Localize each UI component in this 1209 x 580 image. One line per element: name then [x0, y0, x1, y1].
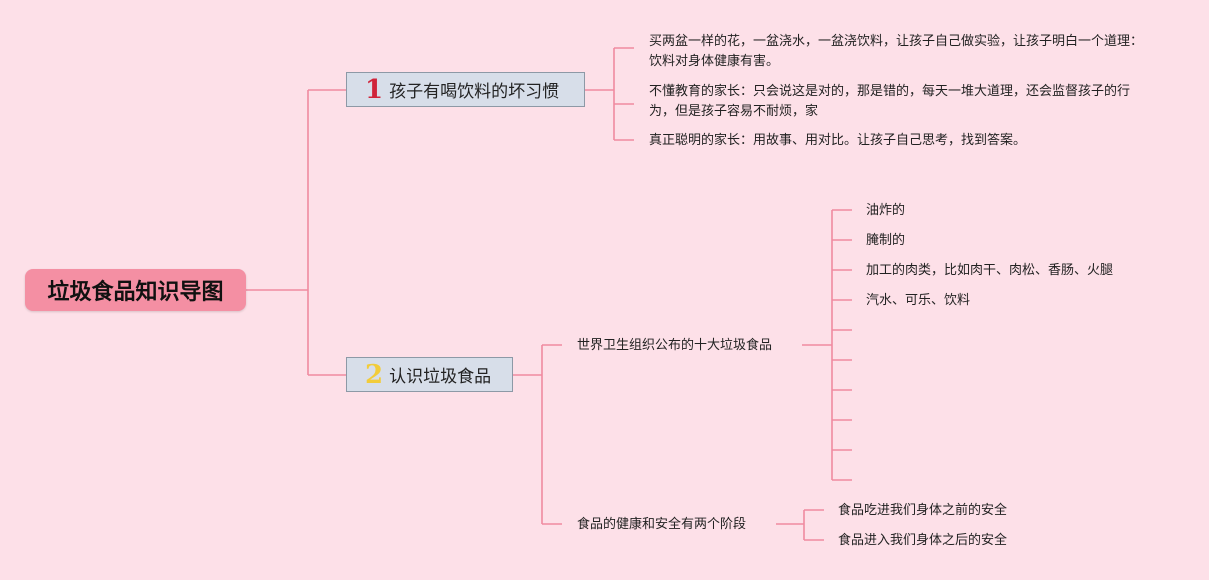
leaf-safety-before[interactable]: 食品吃进我们身体之前的安全: [838, 503, 1008, 518]
leaf-fried[interactable]: 油炸的: [866, 203, 906, 218]
leaf-smart-parent[interactable]: 真正聪明的家长：用故事、用对比。让孩子自己思考，找到答案。: [649, 133, 1027, 148]
topic-junk-food[interactable]: 2 认识垃圾食品: [346, 357, 513, 392]
root-title: 垃圾食品知识导图: [47, 280, 224, 305]
leaf-processed-meat[interactable]: 加工的肉类，比如肉干、肉松、香肠、火腿: [866, 263, 1114, 278]
leaf-pickled[interactable]: 腌制的: [866, 233, 906, 248]
leaf-experiment[interactable]: 买两盆一样的花，一盆浇水，一盆浇饮料，让孩子自己做实验，让孩子明白一个道理：饮料…: [649, 34, 1144, 69]
leaf-bad-parent[interactable]: 不懂教育的家长：只会说这是对的，那是错的，每天一堆大道理，还会监督孩子的行为，但…: [649, 84, 1131, 119]
subtopic-top-ten-junk-food[interactable]: 世界卫生组织公布的十大垃圾食品: [577, 338, 773, 353]
topic-bad-drinking-habit[interactable]: 1 孩子有喝饮料的坏习惯: [346, 72, 585, 107]
root-topic[interactable]: 垃圾食品知识导图: [25, 269, 246, 311]
topic-title: 认识垃圾食品: [389, 367, 492, 387]
leaf-safety-after[interactable]: 食品进入我们身体之后的安全: [838, 533, 1008, 548]
topic-title: 孩子有喝饮料的坏习惯: [389, 82, 560, 102]
leaf-soda[interactable]: 汽水、可乐、饮料: [866, 293, 971, 308]
subtopic-two-stages[interactable]: 食品的健康和安全有两个阶段: [577, 517, 747, 532]
topic-number-1: 1: [365, 74, 384, 105]
topic-number-2: 2: [365, 359, 384, 390]
